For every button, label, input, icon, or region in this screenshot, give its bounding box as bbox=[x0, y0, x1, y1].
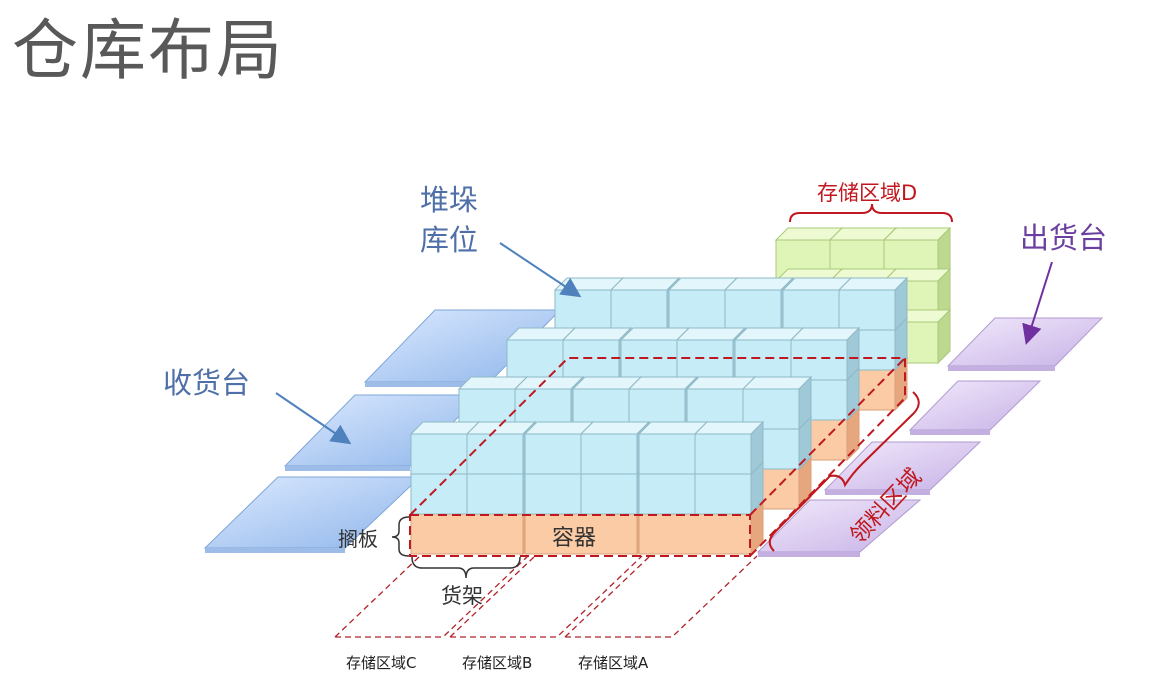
shipping-dock-4-edge bbox=[758, 552, 860, 557]
rack-box-0-0-0-0-front bbox=[554, 289, 612, 331]
pallet-bracket bbox=[391, 516, 410, 557]
receiving-dock-3-edge bbox=[205, 548, 345, 553]
rack-box-0-0-1-0-front bbox=[610, 289, 668, 331]
receiving-dock-2-edge bbox=[285, 466, 410, 471]
zone-top-edge bbox=[749, 357, 906, 516]
rack-box-1-2-0-0-front bbox=[734, 339, 792, 381]
rack-box-1-0-0-0-front bbox=[506, 339, 564, 381]
container-label: 容器 bbox=[552, 526, 596, 551]
zone-dashed-outlines bbox=[409, 357, 906, 557]
shipping-dock-2-edge bbox=[910, 430, 990, 435]
pallet-3-0-front bbox=[410, 513, 524, 555]
shipping-pointer-arrow bbox=[1022, 261, 1053, 345]
rack-box-3-0-1-0-front bbox=[466, 433, 524, 475]
receiving-dock-label: 收货台 bbox=[163, 366, 250, 400]
rack-box-1-1-1-0-front bbox=[676, 339, 734, 381]
rack-label: 货架 bbox=[441, 584, 483, 608]
receiving-dock-3 bbox=[203, 476, 422, 549]
zone-b-floor-outline bbox=[449, 555, 643, 638]
receiving-docks bbox=[203, 309, 562, 553]
rack-box-3-2-1-0-front bbox=[694, 433, 752, 475]
zone-a-front-outline bbox=[409, 514, 751, 557]
rack-box-0-2-0-0-front bbox=[782, 289, 840, 331]
page-title: 仓库布局 bbox=[12, 12, 284, 89]
receiving-dock-1-edge bbox=[365, 382, 490, 387]
storage-racks bbox=[409, 276, 909, 556]
shipping-docks bbox=[756, 317, 1104, 557]
rack-box-0-2-1-0-side bbox=[894, 276, 908, 332]
zone-d-bracket bbox=[789, 203, 953, 223]
rack-box-2-2-1-0-side bbox=[798, 375, 812, 431]
rack-box-1-1-0-0-front bbox=[620, 339, 678, 381]
stack-pointer-arrow bbox=[499, 242, 582, 298]
zone-a-floor-outline bbox=[564, 555, 758, 638]
rack-box-1-2-1-0-front bbox=[790, 339, 848, 381]
rack-box-3-2-0-1-front bbox=[638, 473, 696, 515]
rack-box-3-1-0-1-front bbox=[524, 473, 582, 515]
rack-box-1-0-1-0-front bbox=[562, 339, 620, 381]
zone-upper-outline bbox=[409, 357, 906, 557]
shipping-dock-1 bbox=[946, 317, 1104, 367]
rack-box-1-2-1-0-side bbox=[846, 326, 860, 382]
rack-box-0-1-0-0-front bbox=[668, 289, 726, 331]
stack-location-label-line1: 堆垛 bbox=[420, 183, 478, 217]
zone-c-floor-outline bbox=[334, 555, 529, 638]
rack-box-3-0-1-1-front bbox=[466, 473, 524, 515]
shipping-dock-1-edge bbox=[948, 366, 1055, 371]
receiving-pointer-arrow bbox=[275, 392, 352, 445]
pallet-label: 搁板 bbox=[338, 527, 378, 551]
rack-box-3-0-0-1-front bbox=[410, 473, 468, 515]
pallet-3-2-front bbox=[638, 513, 752, 555]
rack-box-3-0-0-0-front bbox=[410, 433, 468, 475]
rack-box-3-1-1-0-front bbox=[580, 433, 638, 475]
zone-d-box-side bbox=[937, 308, 951, 365]
rack-box-3-1-0-0-front bbox=[524, 433, 582, 475]
rack-box-3-2-1-0-side bbox=[750, 420, 764, 476]
zone-c-label: 存储区域C bbox=[346, 654, 416, 672]
zone-a-label: 存储区域A bbox=[578, 654, 649, 672]
shipping-dock-3-edge bbox=[825, 490, 930, 495]
shipping-dock-label: 出货台 bbox=[1020, 221, 1107, 255]
rack-box-3-1-1-1-front bbox=[580, 473, 638, 515]
rack-box-0-2-1-0-front bbox=[838, 289, 896, 331]
rack-bracket bbox=[411, 556, 521, 579]
zone-b-label: 存储区域B bbox=[462, 654, 532, 672]
rack-box-3-2-1-1-front bbox=[694, 473, 752, 515]
rack-box-0-1-1-0-front bbox=[724, 289, 782, 331]
zone-d-label: 存储区域D bbox=[817, 181, 917, 205]
shipping-dock-2 bbox=[908, 380, 1042, 431]
stack-location-label-line2: 库位 bbox=[420, 223, 478, 257]
rack-box-3-2-0-0-front bbox=[638, 433, 696, 475]
picking-zone-bracket bbox=[768, 391, 920, 552]
zone-floor-lines bbox=[334, 555, 758, 638]
